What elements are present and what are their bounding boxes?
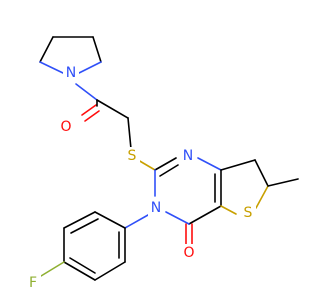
oxygen-label: O <box>183 245 194 261</box>
acetamide-linker <box>75 83 156 171</box>
atom-labels: N O S N N S O F <box>25 64 256 292</box>
bond <box>159 164 179 177</box>
bond <box>96 99 129 119</box>
bond <box>220 205 237 215</box>
bond <box>92 36 102 63</box>
nitrogen-label: N <box>151 200 161 216</box>
oxygen-label: O <box>60 119 71 135</box>
bond <box>188 205 222 225</box>
bond <box>39 36 54 63</box>
fluorine-label: F <box>29 275 37 291</box>
bond <box>127 117 132 150</box>
bond <box>40 261 65 277</box>
bond <box>70 218 99 234</box>
bond <box>75 83 98 101</box>
pyrimidinone-ring <box>154 157 222 246</box>
bond <box>124 214 149 229</box>
bond <box>69 257 96 274</box>
bond <box>39 61 64 74</box>
bond <box>63 211 96 229</box>
structure-diagram: N O S N N S O F <box>25 36 299 292</box>
bond <box>78 61 102 74</box>
bond <box>154 157 177 171</box>
bond <box>267 178 299 187</box>
pyrrolidine-ring <box>39 36 102 74</box>
nitrogen-label: N <box>183 148 193 164</box>
dihydrothiophene-ring <box>220 159 299 215</box>
sulfur-label: S <box>244 205 253 221</box>
bond <box>94 261 126 281</box>
bond <box>63 261 96 281</box>
molecule-canvas: N O S N N S O F <box>25 36 299 292</box>
bond <box>255 185 269 209</box>
bond <box>94 211 126 229</box>
bond <box>197 157 222 171</box>
fluorophenyl-ring <box>40 211 149 281</box>
bond <box>137 159 156 171</box>
bond <box>254 159 269 187</box>
bond <box>84 110 100 122</box>
sulfur-label: S <box>128 148 137 164</box>
bond <box>220 159 256 171</box>
bond <box>165 211 190 225</box>
nitrogen-label: N <box>66 65 76 81</box>
bond <box>81 104 97 116</box>
